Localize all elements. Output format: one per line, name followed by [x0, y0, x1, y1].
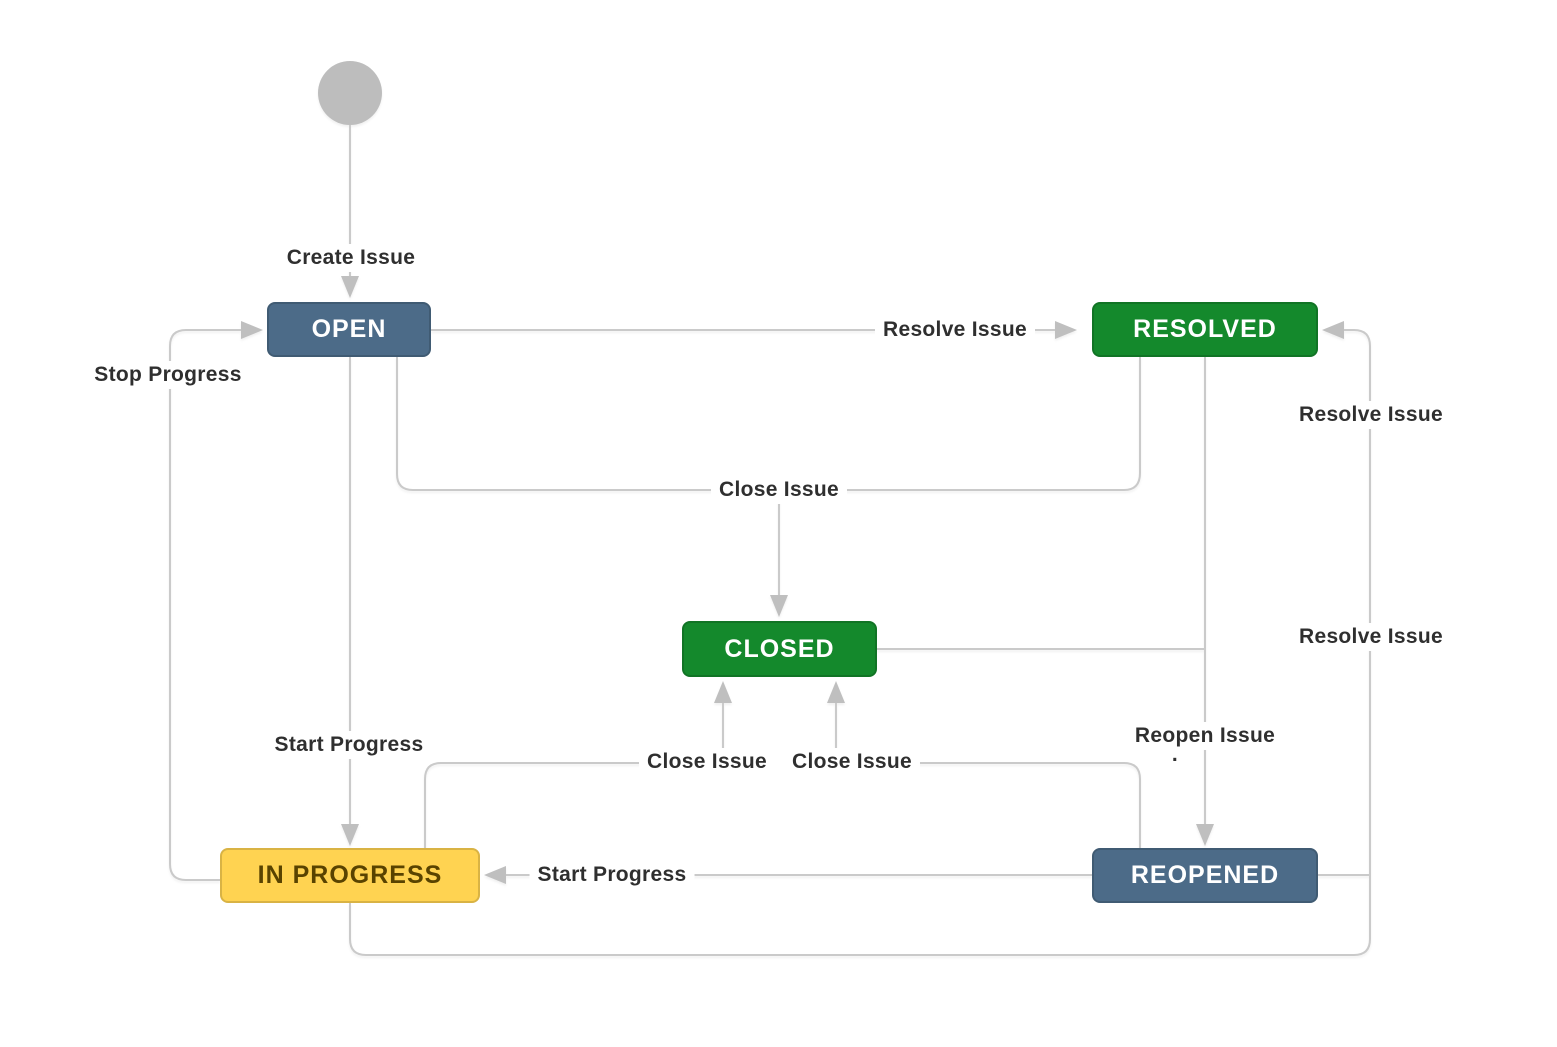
arrowhead-reopened-inprogress	[484, 866, 506, 884]
arrowhead-reopen-issue	[1196, 824, 1214, 846]
label-reopen-issue[interactable]: Reopen Issue	[1126, 722, 1284, 750]
node-in-progress[interactable]: IN PROGRESS	[220, 848, 480, 903]
label-resolve-issue-right-upper[interactable]: Resolve Issue	[1291, 401, 1451, 429]
arrowhead-reopened-closed	[827, 681, 845, 703]
label-stop-progress[interactable]: Stop Progress	[86, 361, 250, 389]
label-start-progress-left[interactable]: Start Progress	[266, 731, 432, 759]
label-close-issue-left[interactable]: Close Issue	[638, 748, 776, 776]
label-resolve-issue-top[interactable]: Resolve Issue	[875, 316, 1035, 344]
arrowhead-create-issue	[341, 276, 359, 298]
arrowhead-open-resolved	[1055, 321, 1077, 339]
label-close-issue-mid[interactable]: Close Issue	[710, 476, 848, 504]
arrowhead-closeissue-closed	[770, 595, 788, 617]
arrowhead-resolve-right	[1322, 321, 1344, 339]
label-close-issue-right[interactable]: Close Issue	[783, 748, 921, 776]
edge-inprogress-closed	[424, 703, 724, 848]
arrowhead-open-inprogress	[341, 824, 359, 846]
arrowhead-inprogress-open	[241, 321, 263, 339]
label-start-progress-mid[interactable]: Start Progress	[529, 861, 695, 889]
node-open[interactable]: OPEN	[267, 302, 431, 357]
reopen-issue-dot: .	[1171, 743, 1179, 766]
edge-open-resolved-closed-rail	[396, 357, 1141, 491]
start-node-circle[interactable]	[318, 61, 382, 125]
node-resolved[interactable]: RESOLVED	[1092, 302, 1318, 357]
label-create-issue[interactable]: Create Issue	[278, 244, 424, 272]
label-resolve-issue-right-lower[interactable]: Resolve Issue	[1291, 623, 1451, 651]
edge-reopened-closed	[835, 703, 1141, 848]
edge-inprogress-resolved	[349, 329, 1371, 956]
node-reopened[interactable]: REOPENED	[1092, 848, 1318, 903]
node-closed[interactable]: CLOSED	[682, 621, 877, 677]
edge-inprogress-open	[169, 329, 241, 881]
arrowhead-inprogress-closed	[714, 681, 732, 703]
